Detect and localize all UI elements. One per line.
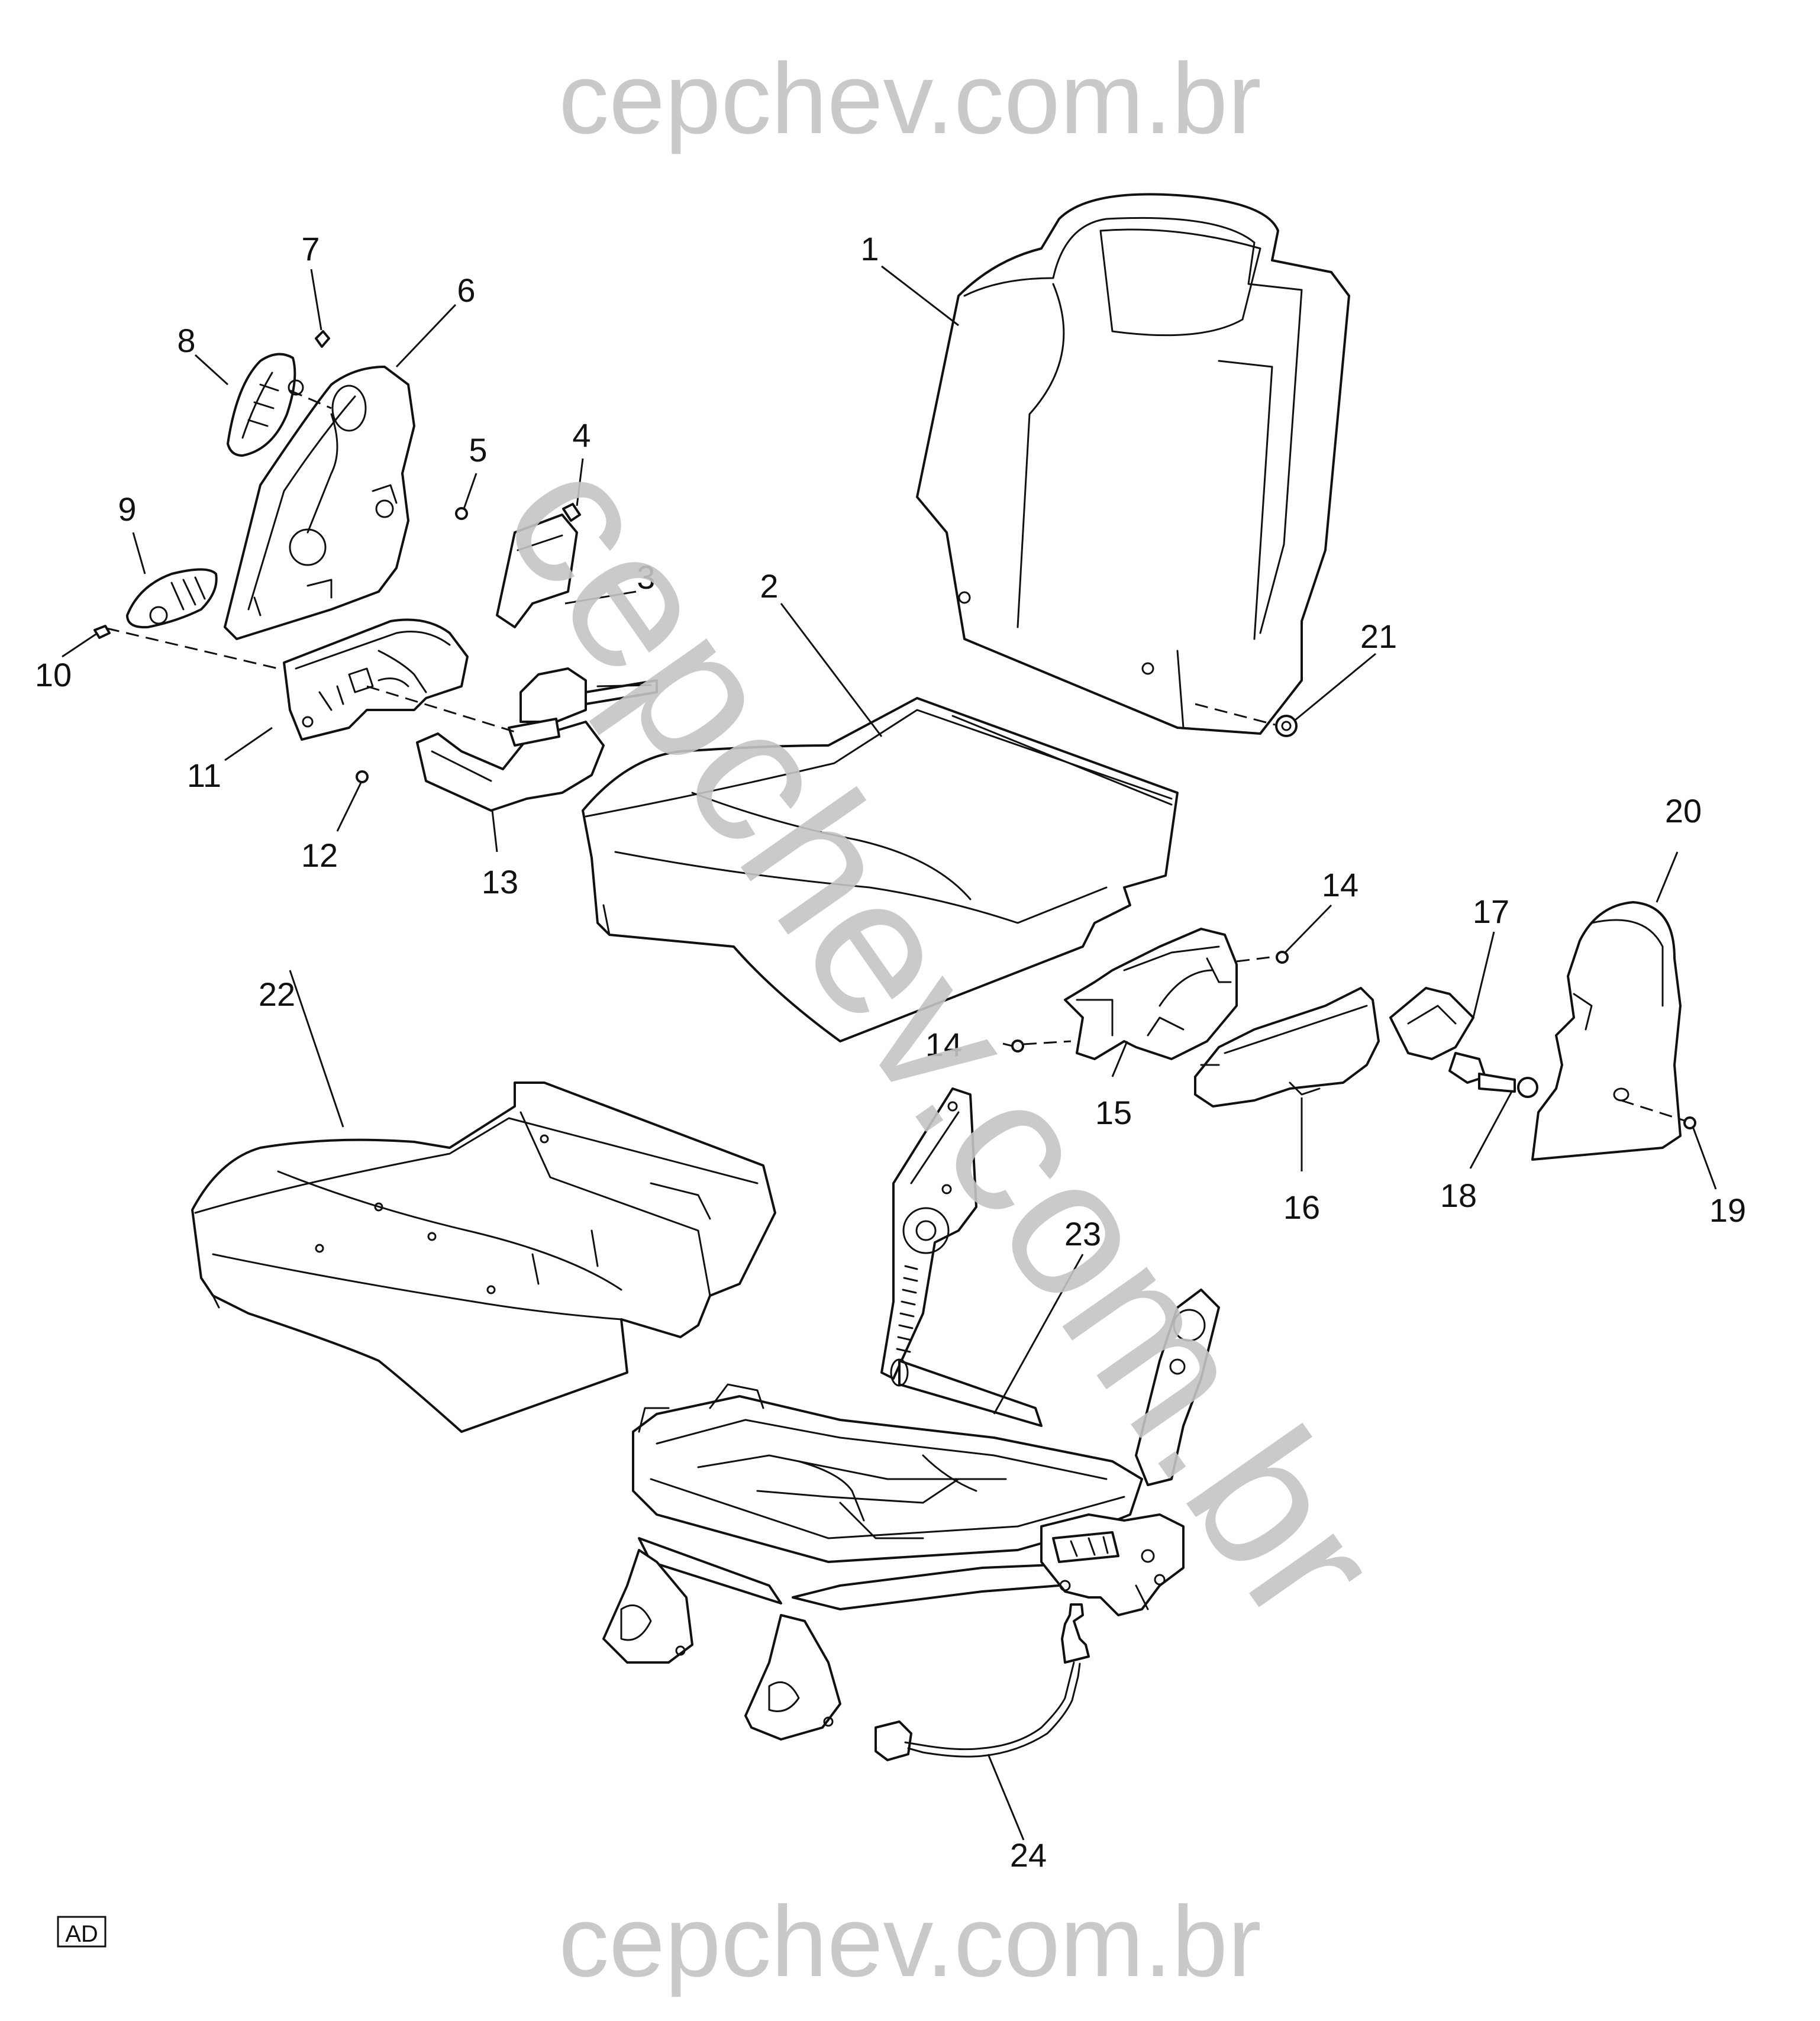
part-1-seat-back <box>916 193 1350 735</box>
part-21-push-pin <box>1275 715 1298 737</box>
part-17-buckle <box>1389 987 1486 1084</box>
part-16-side-panel <box>1194 987 1380 1108</box>
part-24-harness <box>874 1603 1090 1761</box>
assembly-dash-lines <box>106 389 1687 1122</box>
callout-9: 9 <box>118 490 136 528</box>
callout-3: 3 <box>637 558 655 596</box>
part-6-outer-shield <box>224 366 415 640</box>
callout-7: 7 <box>301 230 320 267</box>
part-18-bolt <box>1478 1073 1538 1098</box>
part-15-inner-bracket <box>1064 928 1238 1060</box>
part-14-screw-upper <box>1276 951 1289 964</box>
part-13-bracket <box>416 667 658 812</box>
callout-22: 22 <box>259 976 295 1013</box>
watermark-top: cepchev.com.br <box>559 43 1261 155</box>
part-5-screw <box>455 507 468 520</box>
part-10-clip <box>93 625 111 639</box>
callout-14-lower: 14 <box>925 1026 962 1063</box>
callout-21: 21 <box>1360 618 1397 655</box>
callout-10: 10 <box>35 656 72 693</box>
callout-5: 5 <box>469 431 487 469</box>
callout-17: 17 <box>1473 893 1509 930</box>
part-4-clip <box>562 503 581 522</box>
part-20-inner-cover <box>1531 901 1682 1161</box>
part-11-mechanism-cover <box>283 618 469 741</box>
callout-14-upper: 14 <box>1322 866 1358 903</box>
callout-2: 2 <box>760 567 778 605</box>
callout-24: 24 <box>1010 1836 1047 1874</box>
callout-23: 23 <box>1064 1215 1101 1252</box>
callout-1: 1 <box>860 230 879 267</box>
callout-15: 15 <box>1095 1094 1132 1131</box>
part-7-clip <box>315 330 330 348</box>
leader-lines <box>62 265 1717 1841</box>
part-9-recliner-handle <box>126 568 218 629</box>
part-22-cushion-pad <box>191 1081 776 1433</box>
callout-12: 12 <box>301 837 338 874</box>
part-3-cover <box>496 514 578 628</box>
callout-16: 16 <box>1283 1189 1320 1226</box>
callout-4: 4 <box>572 417 590 454</box>
part-19-screw <box>1683 1116 1696 1129</box>
callout-13: 13 <box>482 863 518 900</box>
callout-11: 11 <box>187 757 221 794</box>
corner-code-label: AD <box>65 1921 98 1947</box>
part-8-upper-handle <box>227 353 304 457</box>
callout-8: 8 <box>177 322 195 359</box>
callout-numbers: 1 2 3 4 5 6 7 8 9 10 11 12 13 14 14 15 1… <box>35 230 1746 1874</box>
part-12-screw <box>356 770 369 783</box>
callout-18: 18 <box>1440 1177 1477 1214</box>
callout-19: 19 <box>1709 1192 1746 1229</box>
part-2-seat-cushion <box>582 697 1179 1042</box>
callout-6: 6 <box>457 272 475 309</box>
watermark-bottom: cepchev.com.br <box>559 1886 1261 1998</box>
corner-code-box: AD <box>57 1916 107 1948</box>
callout-20: 20 <box>1665 792 1702 829</box>
part-23-seat-frame <box>602 1087 1220 1741</box>
